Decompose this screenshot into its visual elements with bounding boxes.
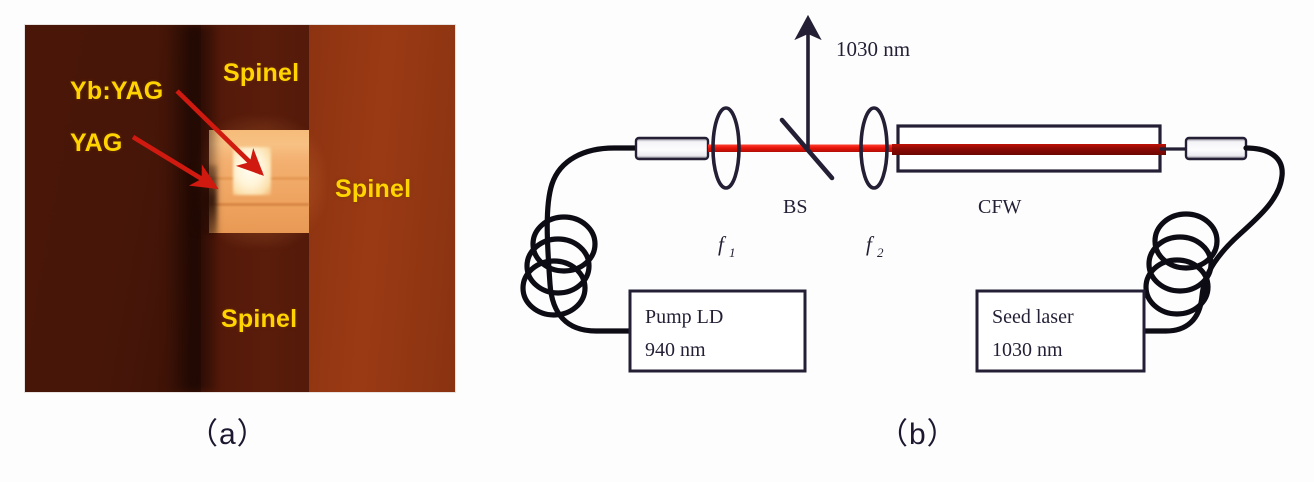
photo-label-spinel-top: Spinel (223, 59, 300, 87)
output-wavelength-label: 1030 nm (836, 37, 910, 61)
photo-crystal-bright-core (233, 147, 271, 195)
lens-f1-label-sub: 1 (729, 245, 736, 260)
seed-laser-line1: Seed laser (992, 306, 1074, 328)
optical-setup-svg: Pump LD 940 nm Seed laser 1030 nm 1030 n… (520, 14, 1285, 373)
waveguide-label: CFW (978, 196, 1021, 218)
seed-fiber-coil (1143, 211, 1220, 317)
seed-fiber-path (1141, 145, 1285, 334)
pump-beam-free-space (708, 144, 898, 152)
panel-b-caption: （b） (878, 418, 958, 451)
pump-ld-box: Pump LD 940 nm (628, 289, 807, 373)
crystal-fiber-waveguide (892, 124, 1166, 173)
photo-edge-silhouette (191, 165, 217, 235)
panel-a-caption: （a） (188, 418, 268, 451)
beam-splitter-label: BS (783, 196, 807, 218)
lens-f1-label: f 1 (718, 232, 736, 260)
photo-label-ybyag: Yb:YAG (70, 77, 164, 105)
panel-b-schematic: Pump LD 940 nm Seed laser 1030 nm 1030 n… (480, 8, 1300, 400)
photo-label-spinel-bottom: Spinel (221, 305, 298, 333)
pump-ld-line1: Pump LD (645, 306, 723, 328)
lens-f2 (859, 106, 889, 190)
seed-collimator (1184, 136, 1248, 161)
photo-background-right-slab (309, 25, 455, 392)
lens-f2-label-letter: f (866, 232, 875, 256)
pump-collimator (634, 136, 710, 161)
photo-label-spinel-right: Spinel (335, 175, 412, 203)
seed-laser-box: Seed laser 1030 nm (975, 289, 1146, 373)
pump-ld-line2: 940 nm (645, 339, 706, 361)
photo-crystal-seam-bottom (209, 203, 309, 206)
lens-f2-label: f 2 (866, 232, 884, 260)
photo-label-yag: YAG (70, 129, 123, 157)
lens-f1 (711, 106, 741, 190)
lens-f1-label-letter: f (718, 232, 727, 256)
pump-fiber-coil (520, 214, 598, 318)
lens-f2-label-sub: 2 (877, 245, 884, 260)
beam-splitter-plate (779, 117, 835, 181)
waveguide-gain-core (892, 144, 1166, 155)
seed-laser-line2: 1030 nm (992, 339, 1063, 361)
pump-fiber-path (544, 145, 639, 334)
panel-a-photograph: Yb:YAG YAG Spinel Spinel Spinel (25, 25, 455, 392)
